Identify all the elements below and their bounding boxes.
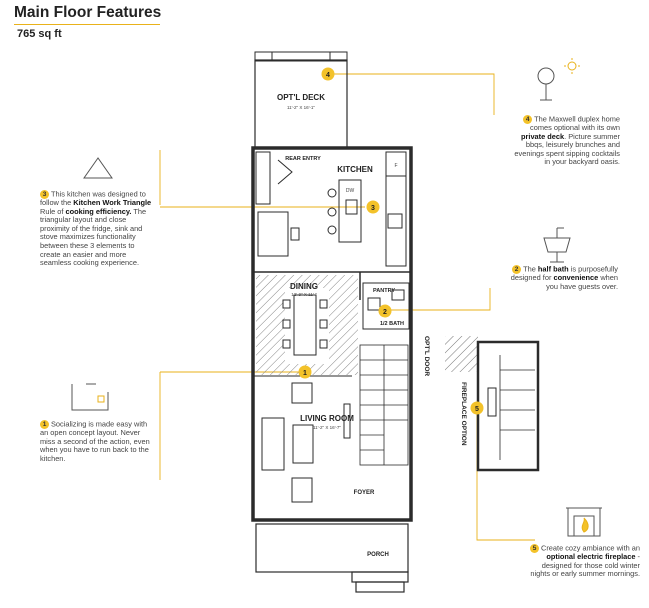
- badge-1: 1: [40, 420, 49, 429]
- badge-2: 2: [512, 265, 522, 274]
- marker-4[interactable]: 4: [321, 67, 335, 81]
- dining-dims: 12'-9" X 11'-": [291, 292, 317, 297]
- page-title: Main Floor Features: [14, 4, 162, 21]
- marker-1[interactable]: 1: [298, 365, 312, 379]
- svg-text:1: 1: [303, 370, 307, 377]
- floor-area: 765 sq ft: [17, 28, 62, 40]
- marker-5[interactable]: 5: [470, 401, 484, 415]
- marker-3[interactable]: 3: [366, 200, 380, 214]
- living-room-dims: 11'-2" X 16'-7": [313, 425, 341, 430]
- kitchen-fixtures: [255, 151, 407, 267]
- optional-door-label: OPT'L DOOR: [423, 336, 430, 376]
- tree-sun-icon: [537, 58, 580, 101]
- deck-label: OPT'L DECK: [277, 93, 325, 102]
- svg-text:3: 3: [371, 205, 375, 212]
- title-rule: [14, 24, 160, 25]
- rear-entry-label: REAR ENTRY: [285, 156, 321, 162]
- foyer-label: FOYER: [354, 490, 375, 496]
- porch: [255, 523, 409, 593]
- deck-dims: 11'-2" X 16'-1": [287, 105, 315, 110]
- porch-label: PORCH: [367, 552, 389, 558]
- fridge-label: F: [394, 163, 397, 169]
- sink-icon: [543, 227, 571, 263]
- svg-text:2: 2: [383, 309, 387, 316]
- fireplace-inset: [445, 336, 540, 472]
- marker-2[interactable]: 2: [378, 304, 392, 318]
- svg-text:4: 4: [326, 72, 330, 79]
- stairs: [359, 344, 409, 466]
- svg-text:5: 5: [475, 406, 479, 413]
- badge-5: 5: [530, 544, 539, 553]
- living-furniture: [261, 382, 351, 503]
- living-room-label: LIVING ROOM: [300, 414, 354, 423]
- pantry-bath: [362, 282, 410, 330]
- badge-4: 4: [523, 115, 533, 124]
- kitchen-label: KITCHEN: [337, 165, 373, 174]
- triangle-icon: [83, 157, 113, 179]
- badge-3: 3: [40, 190, 49, 199]
- open-layout-icon: [71, 383, 109, 411]
- half-bath-label: 1/2 BATH: [380, 321, 404, 327]
- dining-label: DINING: [290, 282, 318, 291]
- dining-area: [256, 275, 358, 375]
- dishwasher-label: DW: [346, 188, 355, 194]
- fireplace-icon: [566, 507, 602, 537]
- pantry-label: PANTRY: [373, 288, 395, 294]
- fireplace-option-label: FIREPLACE OPTION: [460, 382, 467, 446]
